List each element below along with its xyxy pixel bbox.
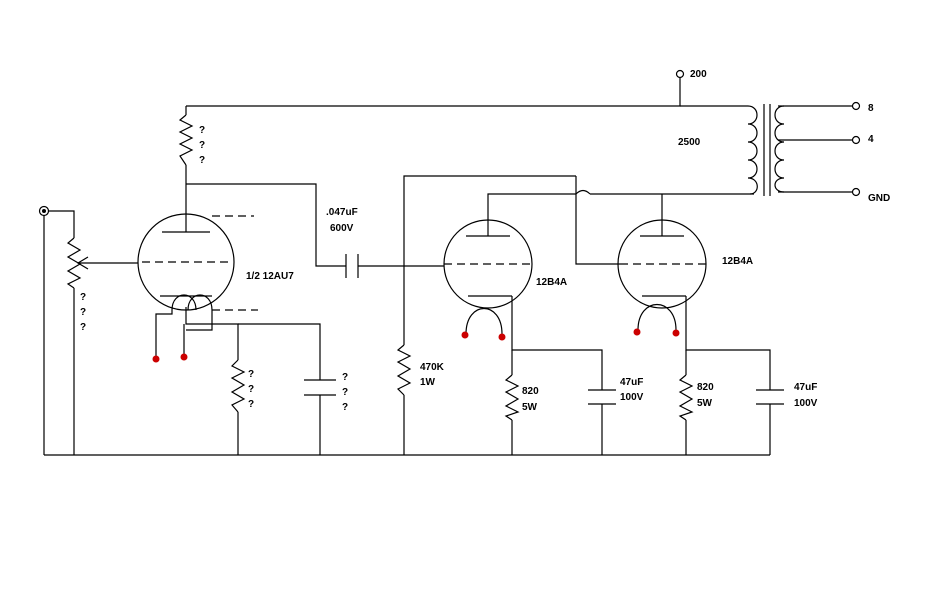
tube-v1-12au7 xyxy=(137,213,258,363)
v2-bypass-cap-voltage-label: 100V xyxy=(620,392,644,403)
v2-cathode-resistor-value-label: 820 xyxy=(522,386,539,397)
b-plus-terminal xyxy=(675,69,685,79)
v2-bypass-cap-value-label: 47uF xyxy=(620,377,643,388)
v1-cathode-capacitor xyxy=(304,379,336,396)
output-4-label: 4 xyxy=(868,134,874,145)
coupling-cap-voltage-label: 600V xyxy=(330,223,354,234)
coupling-capacitor xyxy=(345,254,359,278)
plate-load-unknown: ? xyxy=(199,140,205,151)
grid-resistor-value-label: 470K xyxy=(420,362,445,373)
v2-cathode-resistor-power-label: 5W xyxy=(522,402,538,413)
grid-resistor-power-label: 1W xyxy=(420,377,436,388)
input-jack xyxy=(38,205,50,217)
cathode-resistor-unknown: ? xyxy=(248,369,254,380)
v2-cathode-resistor xyxy=(504,374,520,421)
output-8-label: 8 xyxy=(868,103,874,114)
v3-cathode-resistor xyxy=(678,374,694,421)
heater-pin xyxy=(633,328,641,336)
plate-load-unknown: ? xyxy=(199,155,205,166)
cathode-cap-unknown: ? xyxy=(342,387,348,398)
output-gnd-label: GND xyxy=(868,193,890,204)
v3-bypass-cap-voltage-label: 100V xyxy=(794,398,818,409)
cathode-resistor-unknown: ? xyxy=(248,384,254,395)
output-gnd-terminal xyxy=(851,187,861,197)
v2-bypass-capacitor xyxy=(588,389,616,405)
v3-type-label: 12B4A xyxy=(722,256,753,267)
output-4-terminal xyxy=(851,135,861,145)
potentiometer-unknown: ? xyxy=(80,322,86,333)
grid-leak-resistor xyxy=(396,344,412,396)
heater-pin xyxy=(461,331,469,339)
v3-cathode-resistor-power-label: 5W xyxy=(697,398,713,409)
v1-cathode-resistor xyxy=(230,359,246,413)
v3-bypass-capacitor xyxy=(756,389,784,405)
v3-cathode-resistor-value-label: 820 xyxy=(697,382,714,393)
potentiometer-unknown: ? xyxy=(80,307,86,318)
output-transformer xyxy=(747,104,785,196)
tube-v2-12b4a xyxy=(443,219,533,341)
heater-pin xyxy=(180,353,188,361)
tube-v3-12b4a xyxy=(617,219,707,337)
heater-pin xyxy=(672,329,680,337)
v3-bypass-cap-value-label: 47uF xyxy=(794,382,817,393)
transformer-impedance-label: 2500 xyxy=(678,137,701,148)
potentiometer-wiper-arrow xyxy=(76,256,138,270)
heater-pin xyxy=(152,355,160,363)
cathode-resistor-unknown: ? xyxy=(248,399,254,410)
potentiometer-unknown: ? xyxy=(80,292,86,303)
output-8-terminal xyxy=(851,101,861,111)
cathode-cap-unknown: ? xyxy=(342,372,348,383)
plate-load-resistor xyxy=(178,114,194,166)
plate-load-unknown: ? xyxy=(199,125,205,136)
wires xyxy=(43,78,852,456)
coupling-cap-value-label: .047uF xyxy=(326,207,358,218)
cathode-cap-unknown: ? xyxy=(342,402,348,413)
v2-type-label: 12B4A xyxy=(536,277,567,288)
heater-pin xyxy=(498,333,506,341)
b-plus-label: 200 xyxy=(690,69,707,80)
v1-type-label: 1/2 12AU7 xyxy=(246,271,294,282)
